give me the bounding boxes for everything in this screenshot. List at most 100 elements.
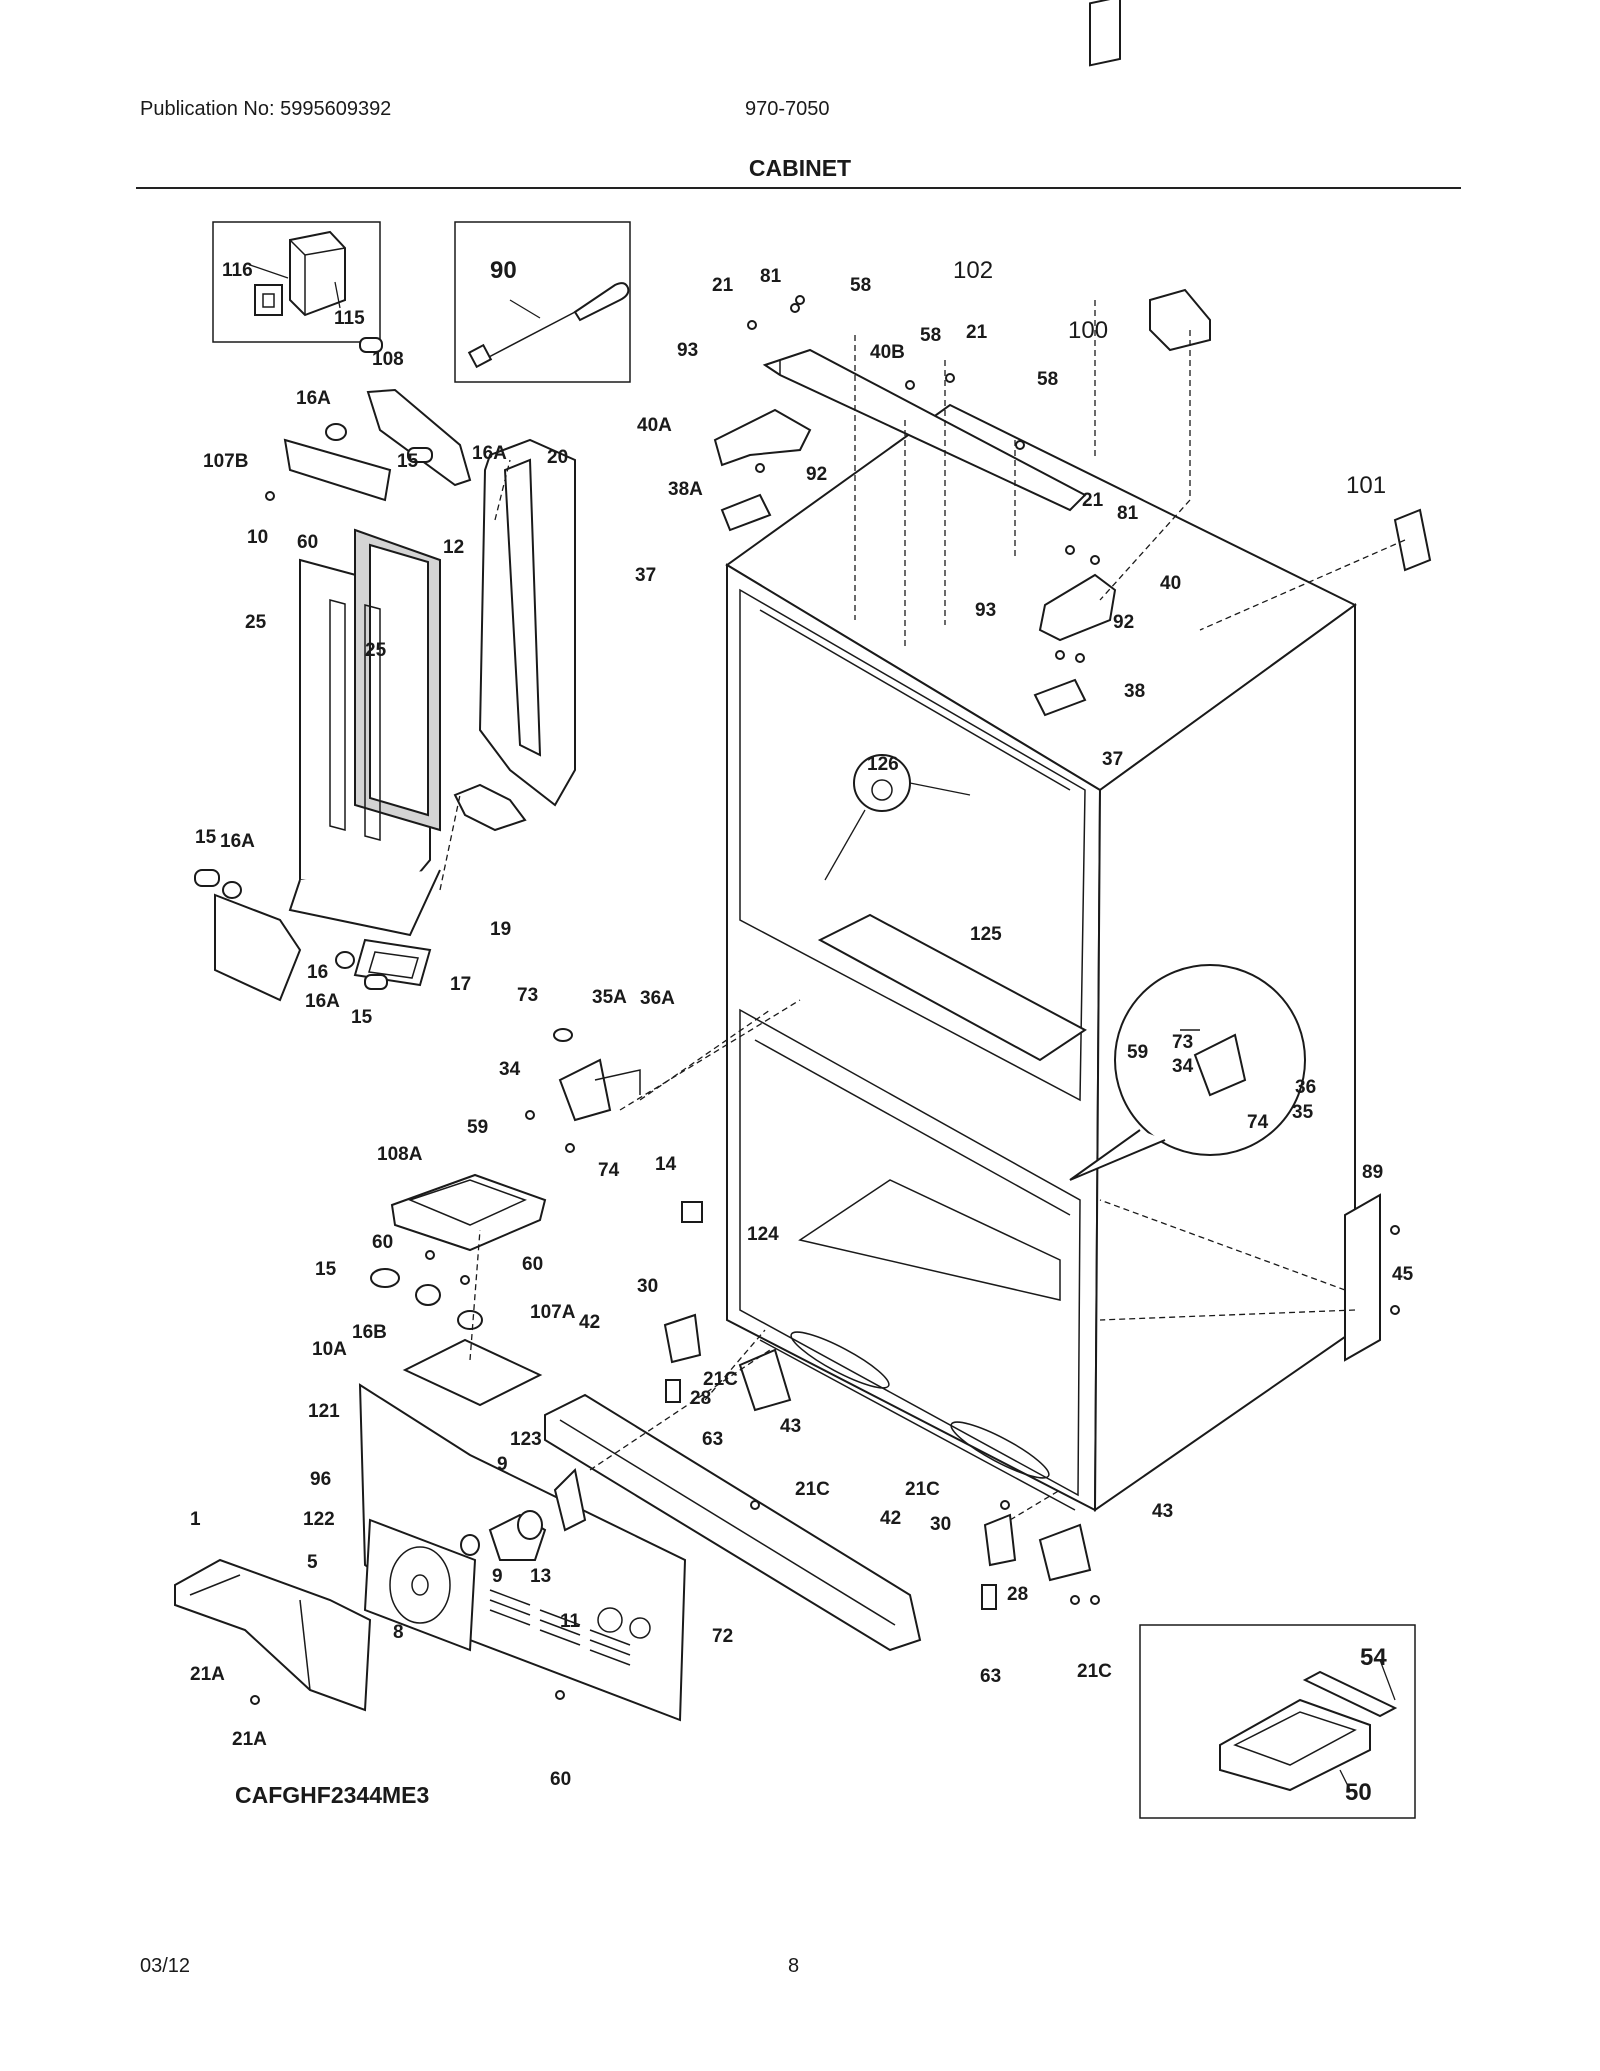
label-58-b: 58 <box>920 325 941 346</box>
label-40: 40 <box>1160 573 1181 594</box>
top-hinge-cover <box>762 348 1087 512</box>
label-25-b: 25 <box>365 640 387 661</box>
inset-box-ice-bucket <box>1139 1624 1416 1819</box>
label-58-a: 58 <box>850 275 871 296</box>
label-1: 1 <box>190 1509 201 1530</box>
label-9-b: 9 <box>492 1566 503 1587</box>
label-16B: 16B <box>352 1322 387 1343</box>
diagram-model-label: CAFGHF2344ME3 <box>235 1782 429 1808</box>
label-35: 35 <box>1292 1102 1314 1123</box>
label-45: 45 <box>1392 1264 1414 1285</box>
duct-lamp-sockets <box>194 337 433 990</box>
fan-motor <box>460 1467 587 1561</box>
label-60-b: 60 <box>372 1232 393 1253</box>
refrigerator-cabinet <box>725 403 1357 1512</box>
side-panel-89 <box>1344 1193 1381 1362</box>
label-28-b: 28 <box>1007 1584 1028 1605</box>
label-74-a: 74 <box>598 1160 620 1181</box>
label-15-b: 15 <box>195 827 217 848</box>
label-40A: 40A <box>637 415 672 436</box>
label-16A-d: 16A <box>305 991 340 1012</box>
label-92-b: 92 <box>1113 612 1134 633</box>
label-126: 126 <box>867 754 899 775</box>
label-36: 36 <box>1295 1077 1316 1098</box>
label-17: 17 <box>450 974 471 995</box>
header-rule <box>136 187 1461 189</box>
leveler-left <box>663 1313 792 1412</box>
air-duct-1 <box>174 1558 372 1712</box>
label-43-b: 43 <box>1152 1501 1173 1522</box>
label-38: 38 <box>1124 681 1145 702</box>
label-121: 121 <box>308 1401 340 1422</box>
label-10: 10 <box>247 527 268 548</box>
page-title: CABINET <box>748 155 852 181</box>
label-5: 5 <box>307 1552 318 1573</box>
label-96: 96 <box>310 1469 331 1490</box>
label-108: 108 <box>372 349 404 370</box>
part-labels: 116 115 90 108 16A 107B 15 16A 20 10 60 … <box>190 257 1414 1806</box>
label-21A-a: 21A <box>190 1664 225 1685</box>
publication-number: Publication No: 5995609392 <box>140 98 392 120</box>
detail-circle-126 <box>824 754 971 881</box>
label-60-d: 60 <box>550 1769 571 1790</box>
label-15-c: 15 <box>351 1007 373 1028</box>
label-74-b: 74 <box>1247 1112 1269 1133</box>
label-42-b: 42 <box>880 1508 901 1529</box>
label-16: 16 <box>307 962 328 983</box>
label-81-a: 81 <box>760 266 782 287</box>
dispenser-housing-108A <box>390 1173 547 1252</box>
label-93-b: 93 <box>975 600 996 621</box>
label-21-b: 21 <box>966 322 988 343</box>
footer-date: 03/12 <box>140 1955 191 1977</box>
label-107A: 107A <box>530 1302 576 1323</box>
label-59-b: 59 <box>1127 1042 1148 1063</box>
label-34-a: 34 <box>499 1059 521 1080</box>
label-21C-b: 21C <box>795 1479 830 1500</box>
label-11: 11 <box>560 1611 581 1632</box>
label-100: 100 <box>1068 317 1108 344</box>
label-36A: 36A <box>640 988 675 1009</box>
label-72: 72 <box>712 1626 733 1647</box>
label-81-b: 81 <box>1117 503 1139 524</box>
label-60-c: 60 <box>522 1254 543 1275</box>
label-115: 115 <box>334 308 365 329</box>
label-108A: 108A <box>377 1144 423 1165</box>
leveler-right <box>981 1513 1092 1610</box>
label-21C-a: 21C <box>703 1369 738 1390</box>
center-hinge-mid <box>553 1028 703 1223</box>
label-89: 89 <box>1362 1162 1383 1183</box>
label-122: 122 <box>303 1509 335 1530</box>
label-125: 125 <box>970 924 1002 945</box>
label-123: 123 <box>510 1429 542 1450</box>
label-16A-c: 16A <box>220 831 255 852</box>
label-63-a: 63 <box>702 1429 723 1450</box>
label-15-d: 15 <box>315 1259 337 1280</box>
label-30-b: 30 <box>930 1514 951 1535</box>
model-code: 970-7050 <box>745 98 830 120</box>
detail-circle-lower-hinge <box>1069 964 1306 1181</box>
label-35A: 35A <box>592 987 627 1008</box>
label-60-a: 60 <box>297 532 318 553</box>
label-13: 13 <box>530 1566 551 1587</box>
label-37-a: 37 <box>635 565 656 586</box>
label-10A: 10A <box>312 1339 347 1360</box>
label-16A-b: 16A <box>472 443 507 464</box>
label-92-a: 92 <box>806 464 827 485</box>
label-102: 102 <box>953 257 993 284</box>
label-107B: 107B <box>203 451 248 472</box>
inset-box-ice-maker-light <box>212 221 381 343</box>
label-42-a: 42 <box>579 1312 600 1333</box>
label-21A-b: 21A <box>232 1729 267 1750</box>
fan-shroud <box>363 1518 477 1652</box>
label-40B: 40B <box>870 342 905 363</box>
label-37-b: 37 <box>1102 749 1123 770</box>
label-50: 50 <box>1345 1779 1372 1806</box>
label-25-a: 25 <box>245 612 267 633</box>
label-16A-a: 16A <box>296 388 331 409</box>
label-54: 54 <box>1360 1644 1387 1671</box>
label-12: 12 <box>443 537 464 558</box>
label-73-a: 73 <box>517 985 538 1006</box>
label-30-a: 30 <box>637 1276 658 1297</box>
assembly-lines <box>439 300 1406 1521</box>
